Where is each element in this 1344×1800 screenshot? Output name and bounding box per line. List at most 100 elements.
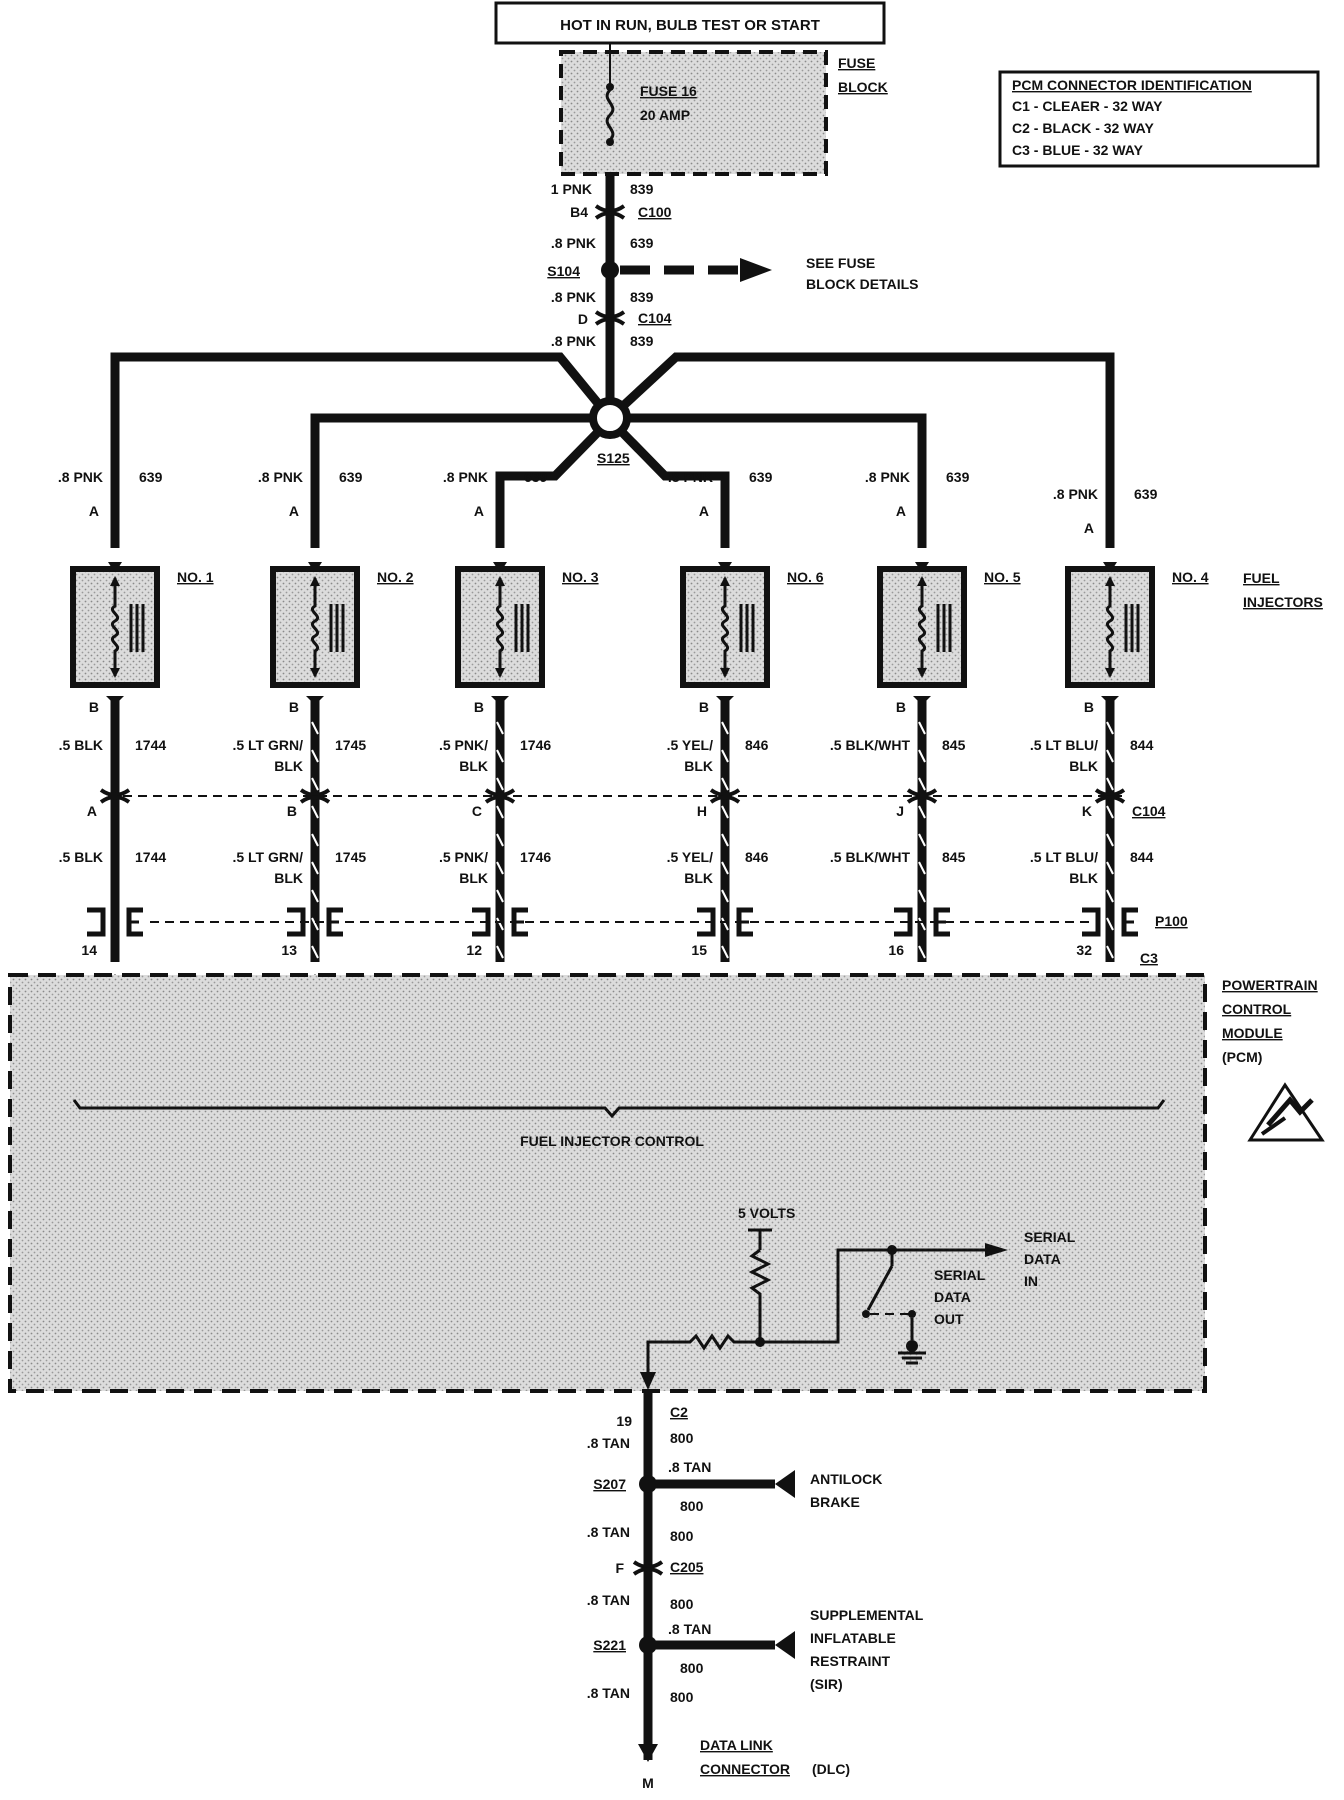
power-header-text: HOT IN RUN, BULB TEST OR START bbox=[560, 17, 820, 34]
injector-control-size: BLK bbox=[684, 758, 713, 774]
wire-stripe bbox=[496, 861, 504, 875]
wire-stripe bbox=[496, 777, 504, 791]
injector-supply-circuit: 639 bbox=[524, 469, 548, 485]
wire-stripe bbox=[721, 861, 729, 875]
injector-coil bbox=[495, 578, 505, 676]
c205-name: C205 bbox=[670, 1559, 704, 1575]
sir-size: .8 TAN bbox=[668, 1621, 711, 1637]
wire-stripe bbox=[496, 945, 504, 959]
injector-supply-size: .8 PNK bbox=[443, 469, 488, 485]
wire-stripe bbox=[918, 749, 926, 763]
wire-stripe bbox=[721, 945, 729, 959]
fuel-injectors-label-2: INJECTORS bbox=[1243, 594, 1323, 610]
antilock-label-1: ANTILOCK bbox=[810, 1471, 882, 1487]
pcm-pin: 16 bbox=[888, 942, 904, 958]
s221-name: S221 bbox=[593, 1637, 626, 1653]
wire-stripe bbox=[311, 917, 319, 931]
wire-stripe bbox=[1106, 749, 1114, 763]
injector-pin-b: B bbox=[89, 699, 99, 715]
wire-stripe bbox=[311, 777, 319, 791]
pcm-connector-id-row: C2 - BLACK - 32 WAY bbox=[1012, 120, 1155, 136]
power-header-box bbox=[494, 1, 886, 45]
wire-stripe bbox=[1106, 889, 1114, 903]
five-volts-label: 5 VOLTS bbox=[738, 1205, 795, 1221]
dlc-w1-circuit: 800 bbox=[670, 1430, 694, 1446]
dlc-pin: M bbox=[642, 1775, 654, 1791]
pcm-pin: 15 bbox=[691, 942, 707, 958]
injector-control-circuit: 845 bbox=[942, 849, 966, 865]
injector-control-size: .5 BLK/WHT bbox=[830, 737, 911, 753]
sir-label-2: INFLATABLE bbox=[810, 1630, 896, 1646]
c3-label: C3 bbox=[1140, 950, 1158, 966]
wire-stripe bbox=[311, 805, 319, 819]
injector-control-size: BLK bbox=[1069, 870, 1098, 886]
c2-name: C2 bbox=[670, 1404, 688, 1420]
injector-coil bbox=[310, 578, 320, 676]
injector-control-size: BLK bbox=[1069, 758, 1098, 774]
injector-control-size: .5 PNK/ bbox=[439, 849, 488, 865]
injector-control-size: .5 BLK/WHT bbox=[830, 849, 911, 865]
s104-name: S104 bbox=[547, 263, 580, 279]
s125-splice bbox=[589, 397, 631, 439]
c2-pin: 19 bbox=[616, 1413, 632, 1429]
injector-coil-arrow-bottom bbox=[1105, 668, 1115, 678]
p100-label: P100 bbox=[1155, 913, 1188, 929]
injector-coil-arrow-top bbox=[310, 576, 320, 586]
injector-control-size: .5 PNK/ bbox=[439, 737, 488, 753]
injector-pin-a: A bbox=[474, 503, 484, 519]
pcm-connector-id-row: C1 - CLEAER - 32 WAY bbox=[1012, 98, 1163, 114]
wire-stripe bbox=[721, 749, 729, 763]
wire-stripe bbox=[918, 721, 926, 735]
wire-stripe bbox=[311, 861, 319, 875]
injector-coil-arrow-bottom bbox=[310, 668, 320, 678]
wire-stripe bbox=[1106, 861, 1114, 875]
harness-to-injector-6 bbox=[614, 424, 730, 548]
feed-w1-circuit: 839 bbox=[630, 181, 654, 197]
injector-control-circuit: 1744 bbox=[135, 849, 166, 865]
dlc-pin-arrow bbox=[638, 1744, 658, 1762]
wire-stripe bbox=[496, 917, 504, 931]
pcm-label-2: CONTROL bbox=[1222, 1001, 1292, 1017]
wire-stripe bbox=[918, 805, 926, 819]
wire-stripe bbox=[1106, 945, 1114, 959]
wire-stripe bbox=[1106, 805, 1114, 819]
feed-w4-size: .8 PNK bbox=[551, 333, 596, 349]
wire-stripe bbox=[496, 805, 504, 819]
wire-stripe bbox=[311, 833, 319, 847]
dlc-w3-circuit: 800 bbox=[670, 1596, 694, 1612]
pcm-connector-id-box bbox=[998, 70, 1320, 168]
sir-arrow bbox=[775, 1631, 795, 1659]
s207-name: S207 bbox=[593, 1476, 626, 1492]
wire-stripe bbox=[721, 721, 729, 735]
injector-pin-b: B bbox=[1084, 699, 1094, 715]
feed-w3-size: .8 PNK bbox=[551, 289, 596, 305]
wire-stripe bbox=[496, 833, 504, 847]
injector-coil-arrow-top bbox=[720, 576, 730, 586]
serial-data-in-2: DATA bbox=[1024, 1251, 1061, 1267]
dlc-label-3: (DLC) bbox=[812, 1761, 850, 1777]
injector-pin-b: B bbox=[896, 699, 906, 715]
pcm-box bbox=[8, 973, 1207, 1393]
harness-to-injector-1 bbox=[110, 352, 614, 548]
dlc-w2-circuit: 800 bbox=[670, 1528, 694, 1544]
serial-data-out-3: OUT bbox=[934, 1311, 964, 1327]
injector-pin-b: B bbox=[474, 699, 484, 715]
series-resistor-wire bbox=[646, 1248, 985, 1386]
dlc-w4-circuit: 800 bbox=[670, 1689, 694, 1705]
wire-stripe bbox=[918, 917, 926, 931]
injector-supply-size: .8 PNK bbox=[258, 469, 303, 485]
injector-pin-a: A bbox=[89, 503, 99, 519]
c100-connector bbox=[594, 204, 626, 220]
injector-control-size: .5 BLK bbox=[59, 849, 103, 865]
injector-coil-arrow-top bbox=[110, 576, 120, 586]
injector-control-circuit: 845 bbox=[942, 737, 966, 753]
fuse-block-label-2: BLOCK bbox=[838, 79, 888, 95]
injector-control-circuit: 844 bbox=[1130, 849, 1154, 865]
injector-control-circuit: 1746 bbox=[520, 737, 551, 753]
injector-supply-circuit: 639 bbox=[946, 469, 970, 485]
c104-pin: K bbox=[1082, 803, 1092, 819]
injector-control-size: .5 LT BLU/ bbox=[1030, 737, 1098, 753]
dlc-w2-size: .8 TAN bbox=[587, 1524, 630, 1540]
